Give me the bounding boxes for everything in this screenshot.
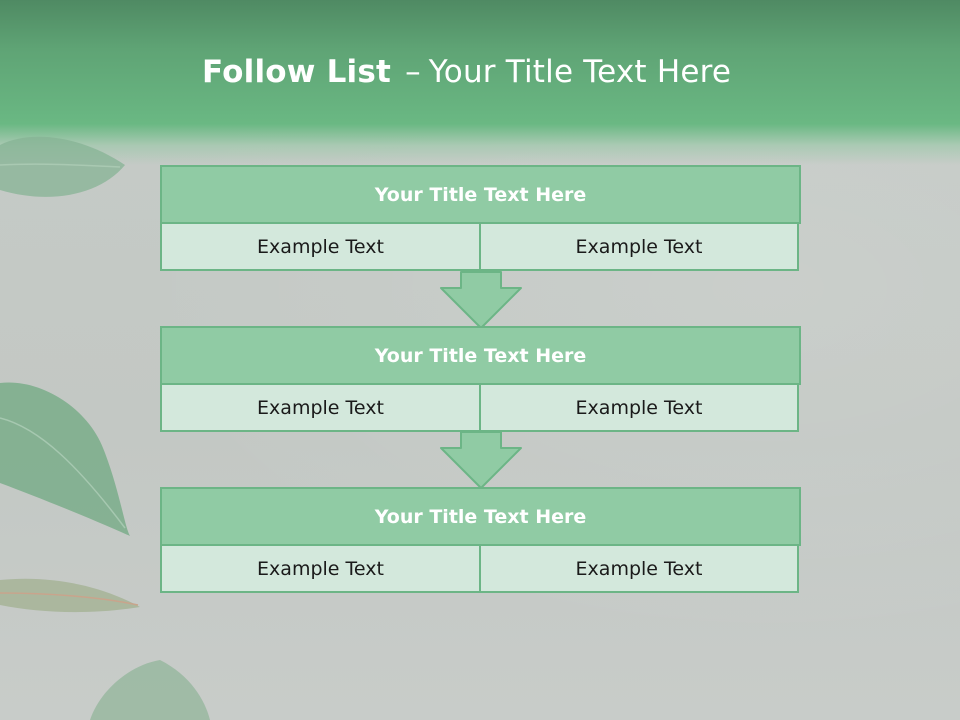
- title-rest-part: Your Title Text Here: [428, 54, 732, 90]
- block-cell-left: Example Text: [160, 383, 480, 432]
- block-cell-left: Example Text: [160, 544, 480, 593]
- block-title: Your Title Text Here: [160, 326, 801, 385]
- leaf-decoration-top: [0, 136, 125, 197]
- block-title: Your Title Text Here: [160, 487, 801, 546]
- leaf-decoration-bottom: [90, 660, 210, 720]
- header-band: [0, 0, 960, 165]
- block-cell-right: Example Text: [480, 383, 799, 432]
- leaf-decoration-middle: [0, 382, 130, 536]
- block-cell-right: Example Text: [480, 544, 799, 593]
- title-bold-part: Follow List: [202, 54, 392, 90]
- block-cell-left: Example Text: [160, 222, 480, 271]
- down-arrow-1: [440, 271, 522, 329]
- list-block-2: Your Title Text Here Example Text Exampl…: [160, 326, 801, 432]
- block-title: Your Title Text Here: [160, 165, 801, 224]
- leaf-decoration-lower: [0, 578, 140, 613]
- down-arrow-2: [440, 431, 522, 489]
- slide-title: Follow List–Your Title Text Here: [202, 54, 731, 98]
- title-separator: –: [405, 54, 421, 90]
- list-block-3: Your Title Text Here Example Text Exampl…: [160, 487, 801, 593]
- block-cell-right: Example Text: [480, 222, 799, 271]
- list-block-1: Your Title Text Here Example Text Exampl…: [160, 165, 801, 271]
